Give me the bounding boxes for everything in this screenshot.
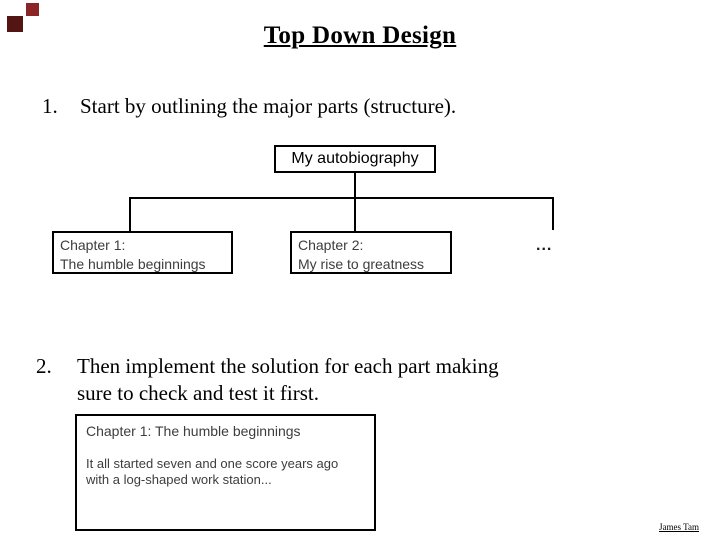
connector-root-stub xyxy=(354,172,356,199)
numbered-item-2: 2. Then implement the solution for each … xyxy=(36,353,556,407)
detail-box-title: Chapter 1: The humble beginnings xyxy=(86,423,301,439)
diagram-chapter1-box: Chapter 1: The humble beginnings xyxy=(52,231,233,274)
author-signature: James Tam xyxy=(659,522,699,532)
detail-box: Chapter 1: The humble beginnings It all … xyxy=(75,414,376,531)
corner-decor-square-top xyxy=(26,3,39,16)
item-text: Start by outlining the major parts (stru… xyxy=(80,94,457,118)
chapter2-line2: My rise to greatness xyxy=(298,256,425,272)
connector-drop-chapter2 xyxy=(354,197,356,231)
slide-title: Top Down Design xyxy=(263,22,457,49)
connector-horizontal-bar xyxy=(129,197,554,199)
detail-body-line1: It all started seven and one score years… xyxy=(86,456,339,471)
detail-body-line2: with a log-shaped work station... xyxy=(86,472,272,487)
diagram-ellipsis: ... xyxy=(536,237,553,254)
item-number: 1. xyxy=(42,94,58,118)
connector-drop-ellipsis xyxy=(552,197,554,230)
numbered-item-1: 1. Start by outlining the major parts (s… xyxy=(42,93,642,120)
detail-box-body: It all started seven and one score years… xyxy=(86,456,366,488)
item-text: Then implement the solution for each par… xyxy=(77,354,499,405)
diagram-root-box: My autobiography xyxy=(274,145,436,173)
chapter1-line1: Chapter 1: xyxy=(60,237,126,253)
item-number: 2. xyxy=(36,354,52,378)
chapter1-line2: The humble beginnings xyxy=(60,256,206,272)
chapter2-line1: Chapter 2: xyxy=(298,237,364,253)
diagram-chapter2-box: Chapter 2: My rise to greatness xyxy=(290,231,452,274)
connector-drop-chapter1 xyxy=(129,197,131,231)
corner-decor-square-bottom xyxy=(7,16,23,32)
diagram-root-label: My autobiography xyxy=(291,150,419,167)
